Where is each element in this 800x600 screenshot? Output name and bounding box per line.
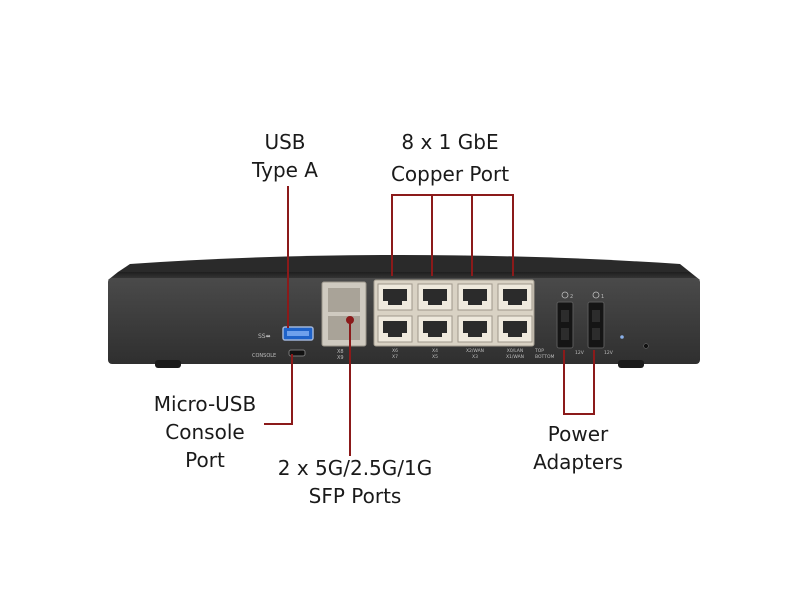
copper-port-label-4-1: X0/LAN <box>507 348 524 354</box>
sfp-port-bottom <box>328 316 360 340</box>
label-micro-usb-console: Micro-USB Console Port <box>130 390 280 474</box>
chassis-foot-right <box>618 360 644 368</box>
callout-micro-usb <box>264 354 293 425</box>
copper-port-socket-8 <box>503 321 527 337</box>
copper-port-socket-2 <box>423 289 447 305</box>
power-icon-2 <box>561 291 569 299</box>
label-sfp-line2: SFP Ports <box>308 484 402 508</box>
copper-port-block <box>373 279 535 347</box>
power-label-1: 1 <box>601 294 604 300</box>
power-icon-1 <box>592 291 600 299</box>
power-connector-1-pin-b <box>592 328 600 340</box>
copper-port-label-1-2: X7 <box>392 354 398 360</box>
power-volt-2: 12V <box>575 350 585 356</box>
usb-logo-mark: SS⬌ <box>258 333 271 340</box>
label-sfp-line1: 2 x 5G/2.5G/1G <box>277 456 433 480</box>
callout-lines <box>264 186 595 456</box>
label-usb-type-a: USB Type A <box>230 128 340 184</box>
sfp-port-label-x8: X8 <box>337 349 344 355</box>
copper-port-socket-5 <box>383 321 407 337</box>
callout-sfp-dot <box>346 316 354 324</box>
label-power-line1: Power <box>547 422 609 446</box>
sfp-port-label-x9: X9 <box>337 355 344 361</box>
power-connector-1-pin-a <box>592 310 600 322</box>
usb-type-a-port-tongue <box>287 331 309 336</box>
copper-port-socket-6 <box>423 321 447 337</box>
copper-port-label-2-2: X5 <box>432 354 438 360</box>
label-sfp-ports: 2 x 5G/2.5G/1G SFP Ports <box>250 454 460 510</box>
callout-copper-bracket <box>391 194 514 276</box>
copper-ports-group <box>377 283 533 343</box>
copper-port-label-3-2: X3 <box>472 354 478 360</box>
power-volt-1: 12V <box>604 350 614 356</box>
power-connector-1 <box>587 301 605 349</box>
label-copper-port: Copper Port <box>390 162 510 186</box>
label-micro-line1: Micro-USB <box>153 392 257 416</box>
label-power-line2: Adapters <box>533 450 623 474</box>
copper-port-label-4-2: X1/WAN <box>506 354 524 360</box>
label-copper-count: 8 x 1 GbE <box>401 130 499 154</box>
console-mark: CONSOLE <box>252 353 276 359</box>
copper-port-label-3-1: X2/WAN <box>466 348 484 354</box>
chassis-foot-left <box>155 360 181 368</box>
label-micro-line2: Console <box>165 420 245 444</box>
copper-port-label-1-1: X6 <box>392 348 398 354</box>
reset-pinhole <box>643 343 649 349</box>
status-led <box>620 335 624 339</box>
chassis-top-bevel <box>118 255 690 272</box>
power-label-2: 2 <box>570 294 573 300</box>
label-power-adapters: Power Adapters <box>508 420 648 476</box>
power-connector-2-pin-a <box>561 310 569 322</box>
copper-port-socket-7 <box>463 321 487 337</box>
callout-power <box>563 350 595 415</box>
sfp-port-top <box>328 288 360 312</box>
label-usb-line1: USB <box>264 130 306 154</box>
top-bottom-mark-2: BOTTOM <box>535 354 555 360</box>
power-connector-2 <box>556 301 574 349</box>
label-usb-line2: Type A <box>252 158 318 182</box>
copper-port-socket-1 <box>383 289 407 305</box>
label-micro-line3: Port <box>185 448 225 472</box>
power-connector-2-pin-b <box>561 328 569 340</box>
copper-port-socket-4 <box>503 289 527 305</box>
top-bottom-mark: TOP <box>534 348 544 354</box>
copper-port-socket-3 <box>463 289 487 305</box>
copper-port-label-2-1: X4 <box>432 348 438 354</box>
